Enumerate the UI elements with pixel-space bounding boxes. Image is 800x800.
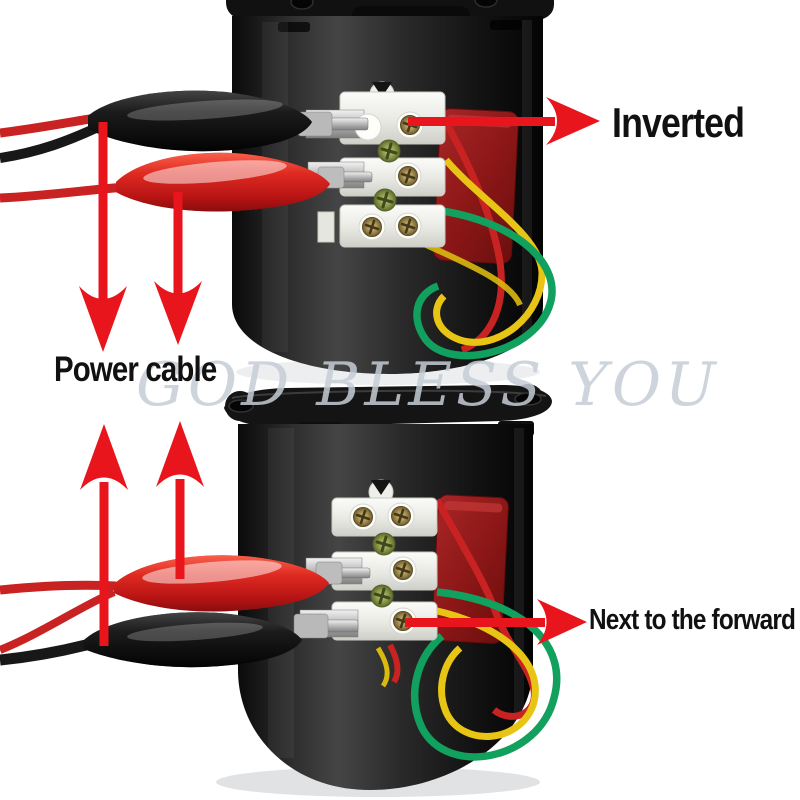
- clip-pin: [325, 117, 369, 131]
- arrow-head: [79, 286, 127, 352]
- black-lead-wire: [0, 639, 88, 666]
- crimp-tab: [278, 22, 310, 32]
- mount-hole: [228, 399, 254, 413]
- arrow-head: [156, 421, 204, 487]
- red-lead-wire: [0, 580, 117, 595]
- arrow-shaft: [175, 479, 185, 579]
- clip-body-shade: [84, 612, 302, 668]
- clip-sleeve: [293, 613, 329, 639]
- top-motor: [0, 0, 556, 385]
- yellow-wire: [433, 157, 546, 346]
- arrow-shaft: [405, 618, 545, 627]
- green-wire: [413, 206, 556, 360]
- arrow-head: [537, 599, 587, 645]
- body-highlight: [522, 20, 532, 350]
- black-alligator-clip: [88, 90, 369, 152]
- bottom-motor: [0, 384, 561, 797]
- yellow-wire: [432, 606, 539, 740]
- arrow-shaft: [98, 122, 108, 308]
- cable-clamp-notch: [371, 480, 391, 495]
- terminal-tab: [317, 211, 335, 243]
- clip-pin: [339, 171, 373, 183]
- terminal-segment: [331, 497, 438, 537]
- clip-pin: [323, 619, 359, 633]
- center-screw: [372, 187, 398, 213]
- terminal-screw: [397, 165, 419, 187]
- arrow-head: [546, 97, 600, 145]
- yellow-wire-stub: [375, 646, 390, 688]
- clip-pin: [339, 567, 371, 579]
- terminal-screw: [352, 506, 374, 528]
- red-lead-wire: [0, 182, 127, 203]
- body-highlight: [514, 428, 524, 728]
- inverted-arrow: [408, 97, 600, 145]
- terminal-screw: [390, 505, 412, 527]
- arrow-head: [80, 424, 128, 490]
- arrow-shaft: [173, 192, 183, 304]
- cable-clamp-notch: [372, 82, 392, 97]
- red-wire: [434, 106, 505, 354]
- clip-body-shade: [88, 90, 312, 152]
- clip-gloss: [143, 160, 287, 184]
- bottom-motor-mount-plate: [224, 385, 552, 428]
- clip-gloss: [127, 99, 283, 121]
- red-wire-stub: [387, 643, 401, 684]
- clip-gloss: [127, 622, 263, 642]
- terminal-screw: [361, 216, 383, 238]
- arrow-shaft: [408, 117, 555, 126]
- terminal-screw: [392, 559, 414, 581]
- power-down-arrow-1: [79, 122, 127, 352]
- mount-hole: [290, 0, 314, 10]
- power-up-arrow-2: [156, 421, 204, 579]
- arrow-head: [154, 281, 202, 345]
- inverted-label: Inverted: [612, 99, 745, 146]
- center-screw: [369, 583, 395, 609]
- top-terminal-block: [305, 81, 446, 248]
- mount-hole: [474, 0, 498, 8]
- power-down-arrow-2: [154, 192, 202, 345]
- red-alligator-clip: [116, 152, 373, 212]
- arrow-shaft: [99, 482, 109, 646]
- mount-hole: [514, 392, 542, 406]
- center-screw: [371, 531, 397, 557]
- terminal-segment: [339, 204, 446, 248]
- black-alligator-clip: [84, 612, 359, 668]
- center-screw: [376, 138, 402, 164]
- forward-arrow: [405, 599, 587, 645]
- yellow-wire: [418, 239, 523, 307]
- power-cable-label: Power cable: [54, 350, 217, 389]
- power-up-arrow-1: [80, 424, 128, 646]
- black-lead-wire: [0, 123, 99, 163]
- mount-plate-rim: [231, 389, 547, 399]
- next-to-forward-label: Next to the forward: [589, 604, 796, 636]
- terminal-screw: [397, 215, 419, 237]
- red-alligator-clip: [114, 555, 371, 612]
- crimp-tab: [490, 20, 522, 30]
- annotation-arrows: [79, 97, 600, 646]
